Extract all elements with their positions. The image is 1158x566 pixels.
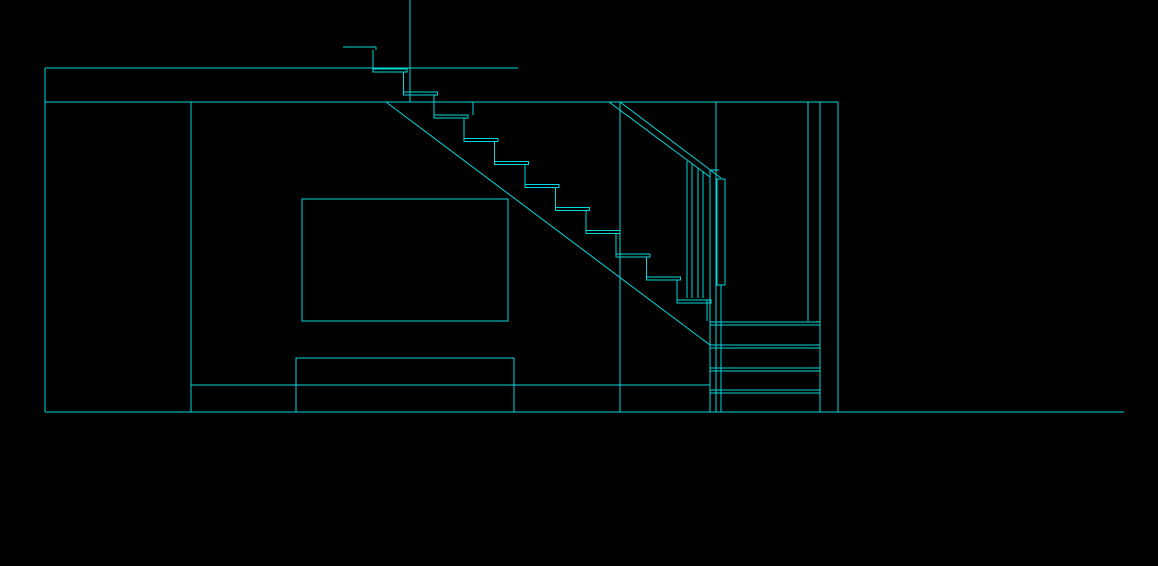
storage-shelves [710,321,820,394]
stair-tread [372,68,408,73]
stair-tread [402,91,438,96]
tv-cabinet [295,357,515,413]
partition [619,102,839,412]
stair-tread [433,114,469,119]
stair-tread [554,207,590,212]
wall-panel-tv [301,198,509,322]
stair-stringer [385,101,711,346]
stair-tread [585,230,621,235]
stair-tread [676,299,712,304]
stair-steps [372,50,712,304]
stair-tread [646,276,682,281]
stair-tread [524,184,560,188]
outer-wall-frame [44,0,1124,413]
handrail [608,101,726,412]
stair-tread [494,160,530,165]
stair-tread [463,137,499,142]
stair-tread [615,253,651,258]
